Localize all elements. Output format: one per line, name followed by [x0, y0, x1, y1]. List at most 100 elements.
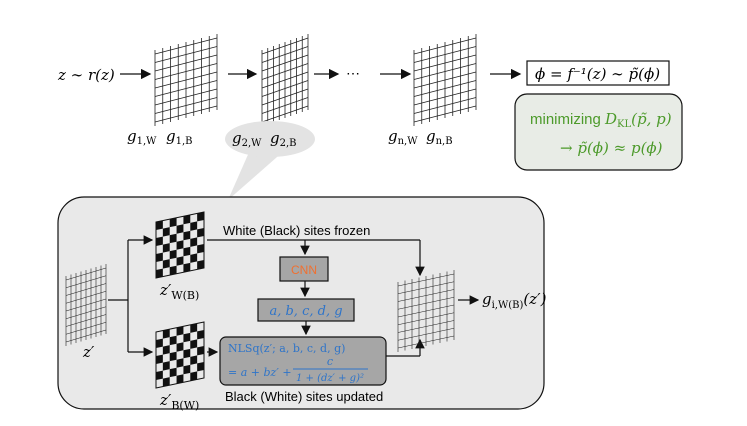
callout-connector [228, 150, 285, 200]
checker-cell [183, 262, 191, 273]
output-distribution-label: ϕ = f⁻¹(z) ∼ p̃(ϕ) [535, 65, 660, 83]
nlsq-line-1: NLSq(z′; a, b, c, d, g) [228, 342, 345, 355]
layer-2-label-bubble [225, 121, 315, 157]
cnn-box [279, 256, 329, 282]
black-mask-label: z′B(W) [159, 391, 199, 412]
lattice-line [397, 312, 455, 326]
lattice-line [261, 80, 309, 97]
layer-2-b-label: g2,B [270, 129, 297, 149]
checker-cell [190, 237, 198, 247]
layer-2-w-label: g2,W [232, 129, 262, 149]
checker-cell [183, 364, 191, 375]
checker-cell [169, 335, 177, 346]
checker-cell [197, 212, 204, 222]
checker-cell [156, 220, 163, 230]
checker-cell [197, 346, 204, 356]
params-label: a, b, c, d, g [269, 304, 342, 319]
checker-cell [162, 243, 170, 253]
checker-cell [162, 377, 170, 387]
checker-cell [156, 236, 163, 246]
kl-objective-line-1: minimizing DKL(p̃, p) [530, 110, 672, 130]
layer-1-labels: g1,W g1,B [127, 127, 193, 147]
layer-n-b-label: gn,B [426, 127, 453, 147]
checker-cell [169, 217, 177, 228]
frozen-sites-label: White (Black) sites frozen [223, 223, 370, 238]
checker-cell [156, 268, 163, 278]
input-grid [65, 264, 107, 346]
layer-2-labels: g2,W g2,B [232, 129, 297, 149]
checker-cell [190, 253, 198, 263]
kl-objective-box [514, 93, 683, 171]
checker-cell [190, 355, 198, 365]
lattice-line [65, 329, 107, 343]
lattice-line [413, 97, 477, 114]
checker-cell [169, 249, 177, 260]
checker-cell [169, 351, 177, 362]
checker-outline [155, 211, 205, 279]
checker-cell [176, 240, 184, 250]
lattice-line [413, 105, 477, 123]
layer-1-grid [154, 34, 218, 126]
checker-cell [156, 370, 163, 380]
nlsq-fraction-denominator: 1 + (dz′ + g)² [296, 373, 364, 384]
white-sites-mask-checkerboard [155, 211, 205, 279]
checker-cell [176, 224, 184, 234]
layer-1-b-label: g1,B [166, 127, 193, 147]
checker-cell [162, 361, 170, 371]
checker-cell [162, 259, 170, 269]
checker-cell [156, 354, 163, 364]
lattice-line [154, 88, 218, 106]
lattice-line [261, 97, 309, 114]
checker-cell [183, 348, 191, 359]
lattice-line [65, 314, 107, 327]
checker-cell [190, 221, 198, 231]
checker-cell [169, 265, 177, 276]
lattice-line [397, 320, 455, 333]
checker-cell [176, 374, 184, 384]
lattice-line [65, 321, 107, 335]
checker-cell [183, 214, 191, 225]
checker-cell [176, 256, 184, 266]
checker-cell [183, 332, 191, 343]
lattice-line [397, 327, 455, 341]
checker-cell [176, 358, 184, 368]
checker-cell [197, 228, 204, 238]
lattice-line [154, 97, 218, 114]
lattice-line [397, 335, 455, 349]
checker-cell [197, 260, 204, 270]
updated-sites-label: Black (White) sites updated [225, 389, 383, 404]
layer-n-w-label: gn,W [388, 127, 418, 147]
input-distribution-label: z ∼ r(z) [57, 66, 115, 84]
checker-cell [190, 339, 198, 349]
checker-cell [176, 342, 184, 352]
lattice-line [413, 80, 477, 97]
lattice-line [65, 306, 107, 320]
lattice-line [154, 80, 218, 97]
checker-cell [183, 246, 191, 257]
nlsq-fraction-numerator: c [327, 355, 333, 368]
layer-n-grid [413, 34, 477, 126]
coupling-output-label: gi,W(B)(z′) [482, 290, 547, 311]
checker-cell [197, 330, 204, 340]
checker-cell [156, 252, 163, 262]
checker-cell [162, 345, 170, 355]
checker-cell [156, 338, 163, 348]
lattice-line [261, 105, 309, 123]
layer-2-grid [261, 34, 309, 126]
lattice-line [261, 88, 309, 106]
black-sites-mask-checkerboard [155, 321, 205, 389]
layer-n-labels: gn,W gn,B [388, 127, 453, 147]
checker-outline [155, 321, 205, 389]
lattice-line [413, 88, 477, 106]
checker-cell [190, 323, 198, 333]
checker-cell [169, 233, 177, 244]
nlsq-transform-box [219, 336, 387, 386]
layer-1-w-label: g1,W [127, 127, 157, 147]
output-grid [397, 270, 455, 352]
checker-cell [197, 362, 204, 372]
checker-cell [197, 244, 204, 254]
checker-cell [162, 227, 170, 237]
ellipsis: ⋯ [346, 66, 360, 82]
checker-cell [176, 326, 184, 336]
